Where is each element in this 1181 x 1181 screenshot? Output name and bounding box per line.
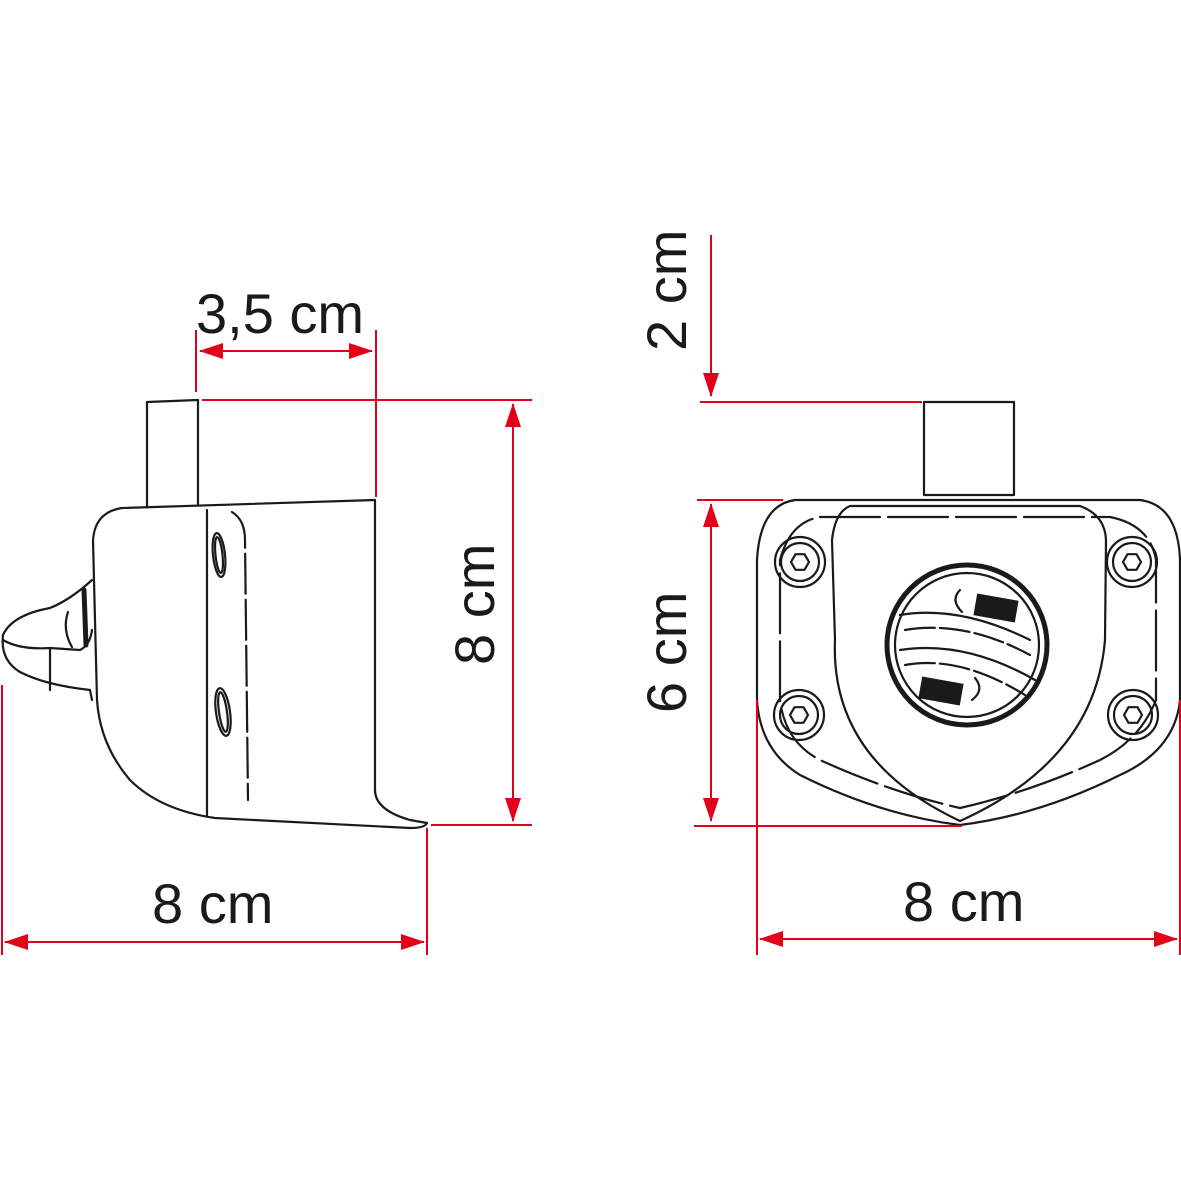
screw-top-left: [773, 535, 827, 589]
side-view-height-label: 8 cm: [443, 543, 506, 665]
front-view-device: [755, 400, 1181, 827]
screw-bottom-left: [772, 688, 826, 742]
screw-bottom-right: [1106, 688, 1160, 742]
front-view-post-height-label: 2 cm: [635, 229, 698, 351]
lock-cylinder: [884, 562, 1050, 728]
front-view-dimensions: [694, 235, 1181, 955]
front-view-body-height-label: 6 cm: [635, 591, 698, 713]
side-view-width-label: 8 cm: [152, 872, 274, 935]
side-view-post-offset-label: 3,5 cm: [196, 282, 365, 345]
screw-top-right: [1105, 535, 1159, 589]
side-view-dimensions: [1, 330, 532, 955]
front-view-width-label: 8 cm: [903, 870, 1025, 933]
side-view-device: [1, 398, 429, 830]
